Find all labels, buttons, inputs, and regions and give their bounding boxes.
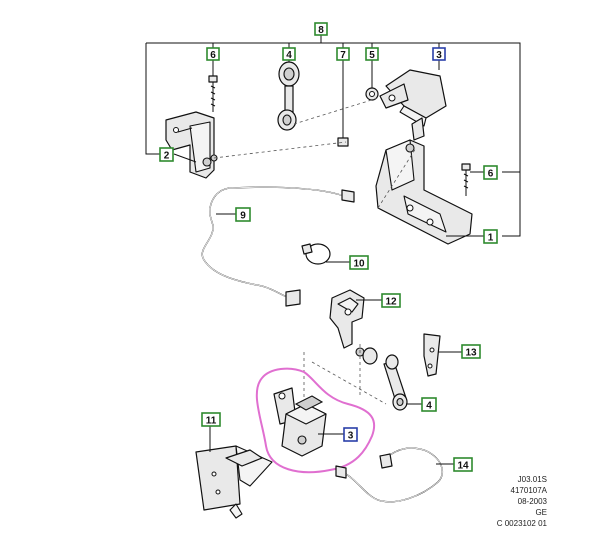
wiring-harness-part-14 xyxy=(335,447,443,503)
svg-text:8: 8 xyxy=(318,25,324,36)
highlight-outline xyxy=(255,367,376,474)
reference-line-2: 4170107A xyxy=(511,486,548,495)
level-sensor-part-3-top xyxy=(379,69,447,127)
callout-9[interactable]: 9 xyxy=(235,207,251,222)
callout-8[interactable]: 8 xyxy=(314,22,328,36)
reference-line-3: 08-2003 xyxy=(518,497,548,506)
svg-text:3: 3 xyxy=(436,50,442,61)
svg-text:10: 10 xyxy=(353,259,365,270)
callout-12[interactable]: 12 xyxy=(381,293,401,308)
callout-3-bottom[interactable]: 3 xyxy=(343,427,358,442)
bolt-part-7 xyxy=(337,130,349,147)
callout-1[interactable]: 1 xyxy=(483,229,498,244)
svg-text:11: 11 xyxy=(206,416,217,427)
svg-text:6: 6 xyxy=(488,169,494,180)
svg-text:4: 4 xyxy=(426,401,432,412)
svg-text:5: 5 xyxy=(369,50,375,61)
callout-5[interactable]: 5 xyxy=(365,47,379,61)
svg-text:12: 12 xyxy=(385,297,397,308)
clip-part-10 xyxy=(301,243,331,265)
group-bracket-8 xyxy=(145,35,521,237)
callout-2[interactable]: 2 xyxy=(159,147,174,162)
callout-6-top[interactable]: 6 xyxy=(206,47,220,61)
svg-text:1: 1 xyxy=(488,233,494,244)
bracket-part-11 xyxy=(195,445,273,519)
mounting-bracket-part-1 xyxy=(375,117,473,245)
bracket-part-12 xyxy=(329,289,365,357)
reference-line-5: C 0023102 01 xyxy=(497,519,548,528)
svg-text:6: 6 xyxy=(210,50,216,61)
callout-10[interactable]: 10 xyxy=(349,255,369,270)
nut-part-5 xyxy=(365,87,379,101)
svg-text:7: 7 xyxy=(340,50,346,61)
wiring-harness-part-9 xyxy=(201,186,355,307)
callout-13[interactable]: 13 xyxy=(461,344,481,359)
svg-text:9: 9 xyxy=(240,211,246,222)
callout-7[interactable]: 7 xyxy=(336,47,350,61)
leader-lines xyxy=(173,58,484,465)
link-rod-part-4-top xyxy=(277,61,300,131)
callout-14[interactable]: 14 xyxy=(453,457,473,472)
level-sensor-part-3-bottom xyxy=(273,387,327,457)
callout-4-bottom[interactable]: 4 xyxy=(421,397,437,412)
svg-text:3: 3 xyxy=(348,431,354,442)
reference-block: J03.01S 4170107A 08-2003 GE C 0023102 01 xyxy=(497,475,548,528)
stud-bolt-part-6-right xyxy=(461,163,471,196)
callout-4-top[interactable]: 4 xyxy=(282,47,296,61)
plate-part-13 xyxy=(423,333,441,377)
stud-bolt-part-6-top xyxy=(208,75,218,112)
link-rod-part-4-bottom xyxy=(362,347,408,411)
callout-11[interactable]: 11 xyxy=(201,412,221,427)
svg-text:14: 14 xyxy=(457,461,469,472)
callout-3-top[interactable]: 3 xyxy=(432,47,446,61)
reference-line-4: GE xyxy=(535,508,547,517)
reference-line-1: J03.01S xyxy=(518,475,547,484)
callout-6-right[interactable]: 6 xyxy=(483,165,498,180)
mounting-bracket-part-2 xyxy=(165,111,218,179)
svg-text:13: 13 xyxy=(465,348,477,359)
svg-text:4: 4 xyxy=(286,50,292,61)
svg-text:2: 2 xyxy=(164,151,170,162)
